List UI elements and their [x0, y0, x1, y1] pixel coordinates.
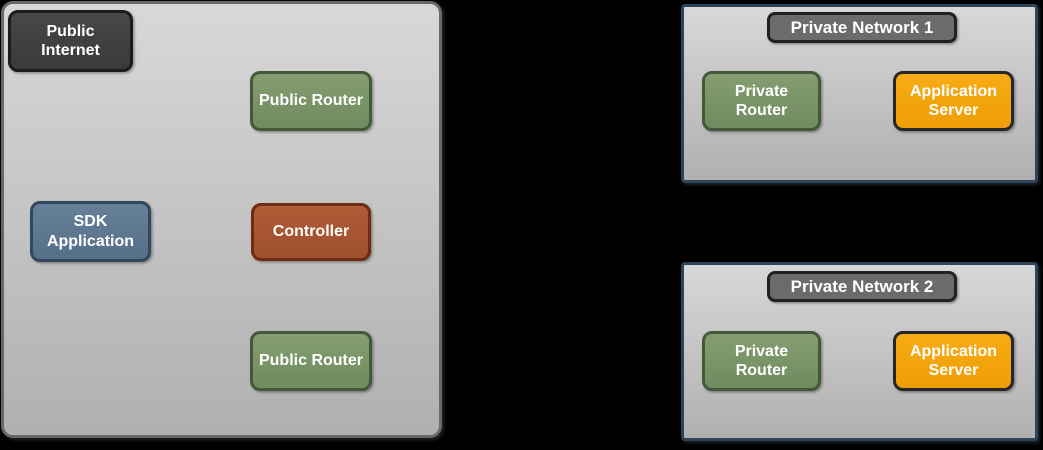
private-network-1-title: Private Network 1	[767, 12, 957, 43]
public-internet-node: Public Internet	[8, 10, 133, 72]
private-network-2-application-server-node: Application Server	[893, 331, 1014, 391]
public-router-bottom-node: Public Router	[250, 331, 372, 391]
public-internet-zone: Public Internet Public Router SDK Applic…	[1, 1, 442, 438]
private-network-1-application-server-node: Application Server	[893, 71, 1014, 131]
private-network-1-private-router-node: Private Router	[702, 71, 821, 131]
private-network-2-zone: Private Network 2 Private Router Applica…	[681, 262, 1038, 441]
controller-node: Controller	[251, 203, 371, 261]
private-network-2-title: Private Network 2	[767, 271, 957, 302]
public-router-top-node: Public Router	[250, 71, 372, 131]
sdk-application-node: SDK Application	[30, 201, 151, 262]
private-network-2-private-router-node: Private Router	[702, 331, 821, 391]
private-network-1-zone: Private Network 1 Private Router Applica…	[681, 4, 1038, 183]
